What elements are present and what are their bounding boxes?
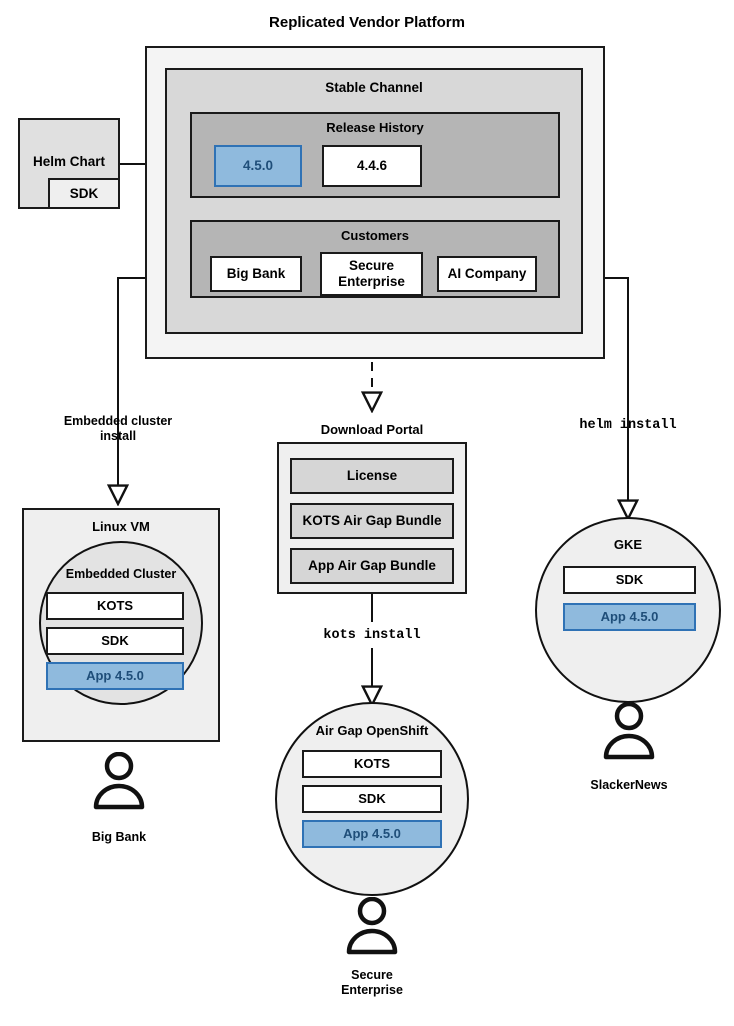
customer-secure-enterprise[interactable]: Secure Enterprise xyxy=(320,252,423,296)
linux-vm-component-kots[interactable]: KOTS xyxy=(46,592,184,620)
user-label-slackernews: SlackerNews xyxy=(590,778,668,792)
user-icon-slackernews xyxy=(603,702,655,760)
embedded-cluster-label: Embedded Cluster xyxy=(65,567,177,581)
user-icon-secure-enterprise xyxy=(346,897,398,955)
portal-item-app-air-gap-bundle[interactable]: App Air Gap Bundle xyxy=(290,548,454,584)
customer-ai-company[interactable]: AI Company xyxy=(437,256,537,292)
linux-vm-component-app[interactable]: App 4.5.0 xyxy=(46,662,184,690)
user-label-secure-enterprise: Secure Enterprise xyxy=(341,968,403,997)
embedded-install-label: Embedded cluster install xyxy=(63,414,173,443)
kots-install-label: kots install xyxy=(323,628,421,643)
linux-vm-component-sdk[interactable]: SDK xyxy=(46,627,184,655)
portal-item-license[interactable]: License xyxy=(290,458,454,494)
release-4-5-0[interactable]: 4.5.0 xyxy=(214,145,302,187)
gke-component-app[interactable]: App 4.5.0 xyxy=(563,603,696,631)
air-gap-openshift-label: Air Gap OpenShift xyxy=(315,723,429,738)
stable-channel-title: Stable Channel xyxy=(325,80,423,95)
openshift-component-sdk[interactable]: SDK xyxy=(302,785,442,813)
portal-item-kots-air-gap-bundle[interactable]: KOTS Air Gap Bundle xyxy=(290,503,454,539)
page-title: Replicated Vendor Platform xyxy=(269,14,465,31)
openshift-component-app[interactable]: App 4.5.0 xyxy=(302,820,442,848)
customer-big-bank[interactable]: Big Bank xyxy=(210,256,302,292)
gke-label: GKE xyxy=(613,537,643,552)
helm-chart-label: Helm Chart xyxy=(32,154,105,169)
user-label-big-bank: Big Bank xyxy=(91,830,147,844)
gke-component-sdk[interactable]: SDK xyxy=(563,566,696,594)
helm-chart-sdk-box[interactable]: SDK xyxy=(48,178,120,209)
customers-title: Customers xyxy=(341,228,409,243)
download-portal-title: Download Portal xyxy=(320,422,424,437)
linux-vm-label: Linux VM xyxy=(92,519,150,534)
openshift-component-kots[interactable]: KOTS xyxy=(302,750,442,778)
release-4-4-6[interactable]: 4.4.6 xyxy=(322,145,422,187)
release-history-title: Release History xyxy=(326,120,424,135)
user-icon-big-bank xyxy=(93,752,145,810)
helm-install-label: helm install xyxy=(579,418,677,433)
